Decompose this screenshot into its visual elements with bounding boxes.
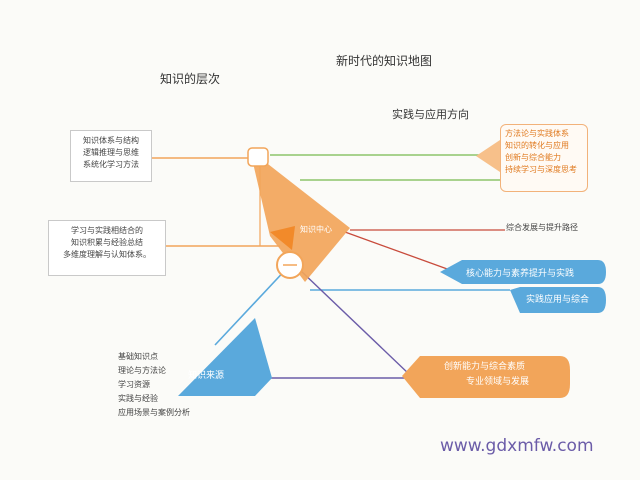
orange-pill-label-1: 创新能力与综合素质 xyxy=(444,362,526,372)
list-item: 实践与经验 xyxy=(118,394,158,403)
orange-card-arrow xyxy=(476,140,500,172)
orange-pill-shape xyxy=(402,356,570,398)
orange-info-card: 方法论与实践体系 知识的转化与应用 创新与综合能力 持续学习与深度思考 xyxy=(500,124,588,192)
right-subtitle: 实践与应用方向 xyxy=(392,108,469,121)
orange-pill-label-2: 专业领域与发展 xyxy=(466,377,530,387)
box2-line: 知识积累与经验总结 xyxy=(71,238,143,247)
watermark: www.gdxmfw.com xyxy=(440,436,594,456)
box1-line: 逻辑推理与思维 xyxy=(83,148,139,157)
blue-triangle-label: 知识来源 xyxy=(188,371,225,381)
connector-red-blue xyxy=(344,231,451,271)
text-box-mid-left: 学习与实践相结合的 知识积累与经验总结 多维度理解与认知体系。 xyxy=(48,220,166,276)
box2-line: 多维度理解与认知体系。 xyxy=(63,250,151,259)
list-item: 学习资源 xyxy=(118,380,150,389)
blue-pill-1-shape xyxy=(440,260,606,284)
connector-purple-diag xyxy=(299,269,411,376)
blue-triangle xyxy=(178,318,272,396)
orange-wedge xyxy=(250,150,350,282)
blue-pill-1-label: 核心能力与素养提升与实践 xyxy=(466,269,575,279)
blue-pill-2-label: 实践应用与综合 xyxy=(526,295,590,305)
list-item: 理论与方法论 xyxy=(118,366,166,375)
orange-card-line: 知识的转化与应用 xyxy=(505,141,569,150)
bottom-left-list: 基础知识点 理论与方法论 学习资源 实践与经验 应用场景与案例分析 xyxy=(118,350,190,420)
orange-wedge-label: 知识中心 xyxy=(300,225,332,234)
box1-line: 知识体系与结构 xyxy=(83,136,139,145)
orange-card-line: 方法论与实践体系 xyxy=(505,129,569,138)
blue-pill-2-shape xyxy=(510,287,606,313)
diagram-title: 新时代的知识地图 xyxy=(336,54,433,68)
text-box-top-left: 知识体系与结构 逻辑推理与思维 系统化学习方法 xyxy=(70,130,152,182)
top-node xyxy=(247,147,269,167)
connector-blue-diag xyxy=(214,264,291,346)
left-subtitle: 知识的层次 xyxy=(160,72,221,86)
list-item: 基础知识点 xyxy=(118,352,158,361)
orange-card-line: 创新与综合能力 xyxy=(505,153,561,162)
box1-line: 系统化学习方法 xyxy=(83,160,139,169)
orange-card-line: 持续学习与深度思考 xyxy=(505,165,577,174)
side-label: 综合发展与提升路径 xyxy=(506,223,578,232)
orange-arrow-small xyxy=(270,226,295,250)
box2-line: 学习与实践相结合的 xyxy=(71,226,143,235)
list-item: 应用场景与案例分析 xyxy=(118,408,190,417)
